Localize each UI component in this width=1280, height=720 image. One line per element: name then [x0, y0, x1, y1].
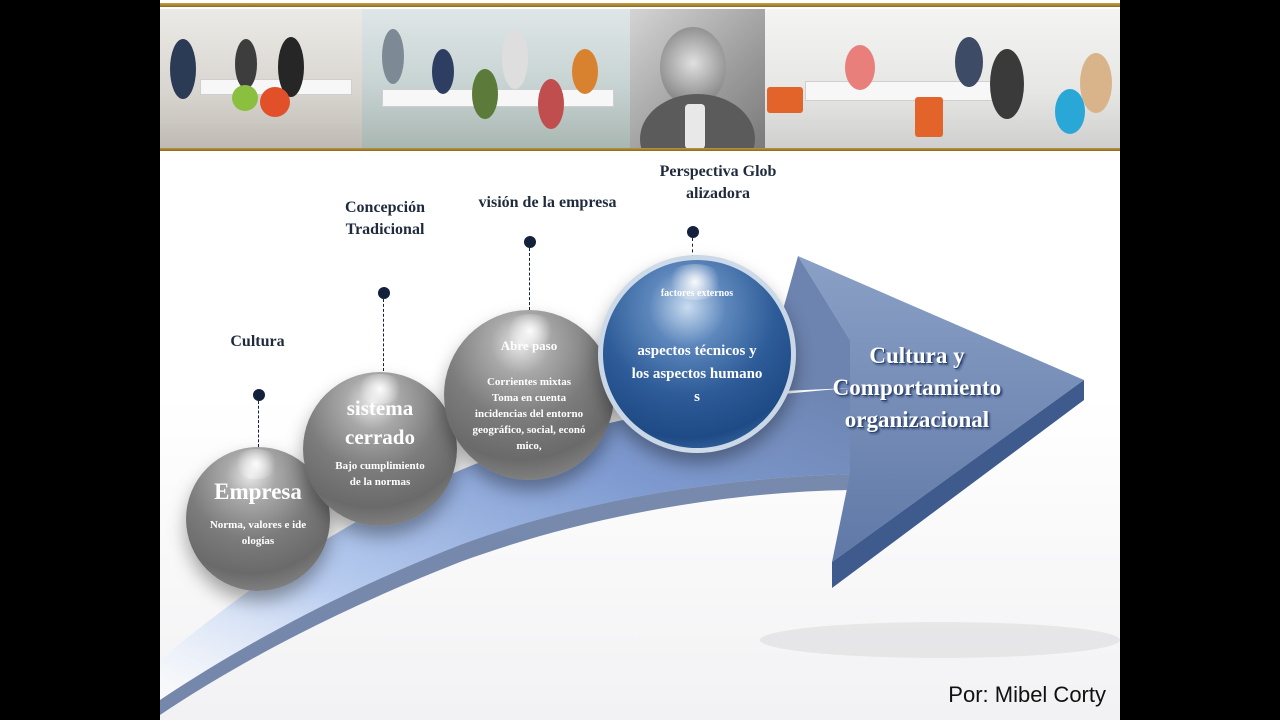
banner-top-border: [160, 3, 1120, 7]
pointer-dot-3: [524, 236, 536, 248]
sphere-abre-sub-line1: Corrientes mixtas: [486, 376, 571, 388]
pointer-dot-2: [378, 287, 390, 299]
office-photo-3: [765, 9, 1120, 148]
sphere-sistema-sub-line1: Bajo cumplimiento: [335, 460, 425, 472]
progress-arrow: [160, 256, 1120, 715]
sphere-sistema-title: sistema cerrado: [303, 394, 457, 452]
sphere-gloss: [504, 314, 556, 348]
arrow-title: Cultura y Comportamiento organizacional: [812, 340, 1022, 436]
arrow-head: [798, 256, 1084, 562]
pointer-stem-4: [692, 238, 693, 258]
sphere-aspectos: factores externos aspectos técnicos y lo…: [598, 255, 796, 453]
pointer-stem-3: [529, 248, 530, 310]
sphere-gloss: [355, 374, 405, 404]
portrait-photo: [630, 9, 765, 148]
author-credit: Por: Mibel Corty: [948, 682, 1106, 707]
arrow-head-side: [832, 380, 1084, 588]
arrow-title-line2: Comportamiento: [832, 375, 1002, 400]
office-photo-2: [362, 9, 630, 148]
sphere-abre-sub-line5: mico,: [516, 440, 542, 452]
sphere-empresa-sub-line1: Norma, valores e ide: [209, 519, 307, 531]
banner-bottom-border: [160, 147, 1120, 151]
sphere-sistema-sub-line2: de la normas: [349, 476, 411, 488]
sphere-aspectos-line2: los aspectos humano: [631, 366, 763, 382]
sphere-abre-title: Abre paso: [500, 338, 558, 353]
label-perspectiva: Perspectiva Glob alizadora: [638, 161, 798, 205]
sphere-abre-sub: Corrientes mixtas Toma en cuenta inciden…: [444, 374, 614, 454]
label-perspectiva-line2: alizadora: [686, 185, 750, 202]
pointer-dot-4: [687, 226, 699, 238]
pointer-dot-1: [253, 389, 265, 401]
sphere-empresa-title: Empresa: [214, 479, 302, 504]
label-vision: visión de la empresa: [478, 194, 617, 211]
sphere-aspectos-text: aspectos técnicos y los aspectos humano …: [603, 340, 791, 409]
sphere-aspectos-top: factores externos: [660, 288, 734, 299]
office-photo-1: [160, 9, 362, 148]
label-concepcion-line2: Tradicional: [345, 221, 425, 238]
sphere-abre-sub-line3: incidencias del entorno: [474, 408, 584, 420]
sphere-sistema-sub: Bajo cumplimiento de la normas: [303, 458, 457, 490]
label-cultura: Cultura: [230, 333, 285, 350]
pointer-stem-2: [383, 299, 384, 371]
sphere-sistema-cerrado: sistema cerrado Bajo cumplimiento de la …: [303, 372, 457, 526]
slide: Cultura Concepción Tradicional visión de…: [160, 0, 1120, 720]
sphere-empresa-sub: Norma, valores e ide ologías: [186, 517, 330, 549]
sphere-abre-sub-line2: Toma en cuenta: [491, 392, 567, 404]
sphere-sistema-title-line2: cerrado: [345, 425, 415, 449]
label-concepcion: Concepción Tradicional: [320, 197, 450, 241]
pointer-stem-1: [258, 401, 259, 447]
photo-banner: [160, 0, 1120, 158]
sphere-gloss: [665, 264, 725, 300]
sphere-empresa-sub-line2: ologías: [241, 535, 275, 547]
sphere-abre-paso: Abre paso Corrientes mixtas Toma en cuen…: [444, 310, 614, 480]
arrow-swoosh: [160, 388, 850, 700]
sphere-aspectos-line1: aspectos técnicos y: [637, 343, 757, 359]
label-concepcion-line1: Concepción: [345, 199, 425, 216]
sphere-sistema-title-line1: sistema: [346, 396, 414, 420]
label-perspectiva-line1: Perspectiva Glob: [659, 163, 777, 180]
arrow-title-line1: Cultura y: [869, 343, 965, 368]
sphere-abre-sub-line4: geográfico, social, econó: [472, 424, 586, 436]
arrow-title-line3: organizacional: [844, 407, 990, 432]
sphere-aspectos-line3: s: [694, 389, 700, 405]
sphere-gloss: [232, 449, 280, 479]
